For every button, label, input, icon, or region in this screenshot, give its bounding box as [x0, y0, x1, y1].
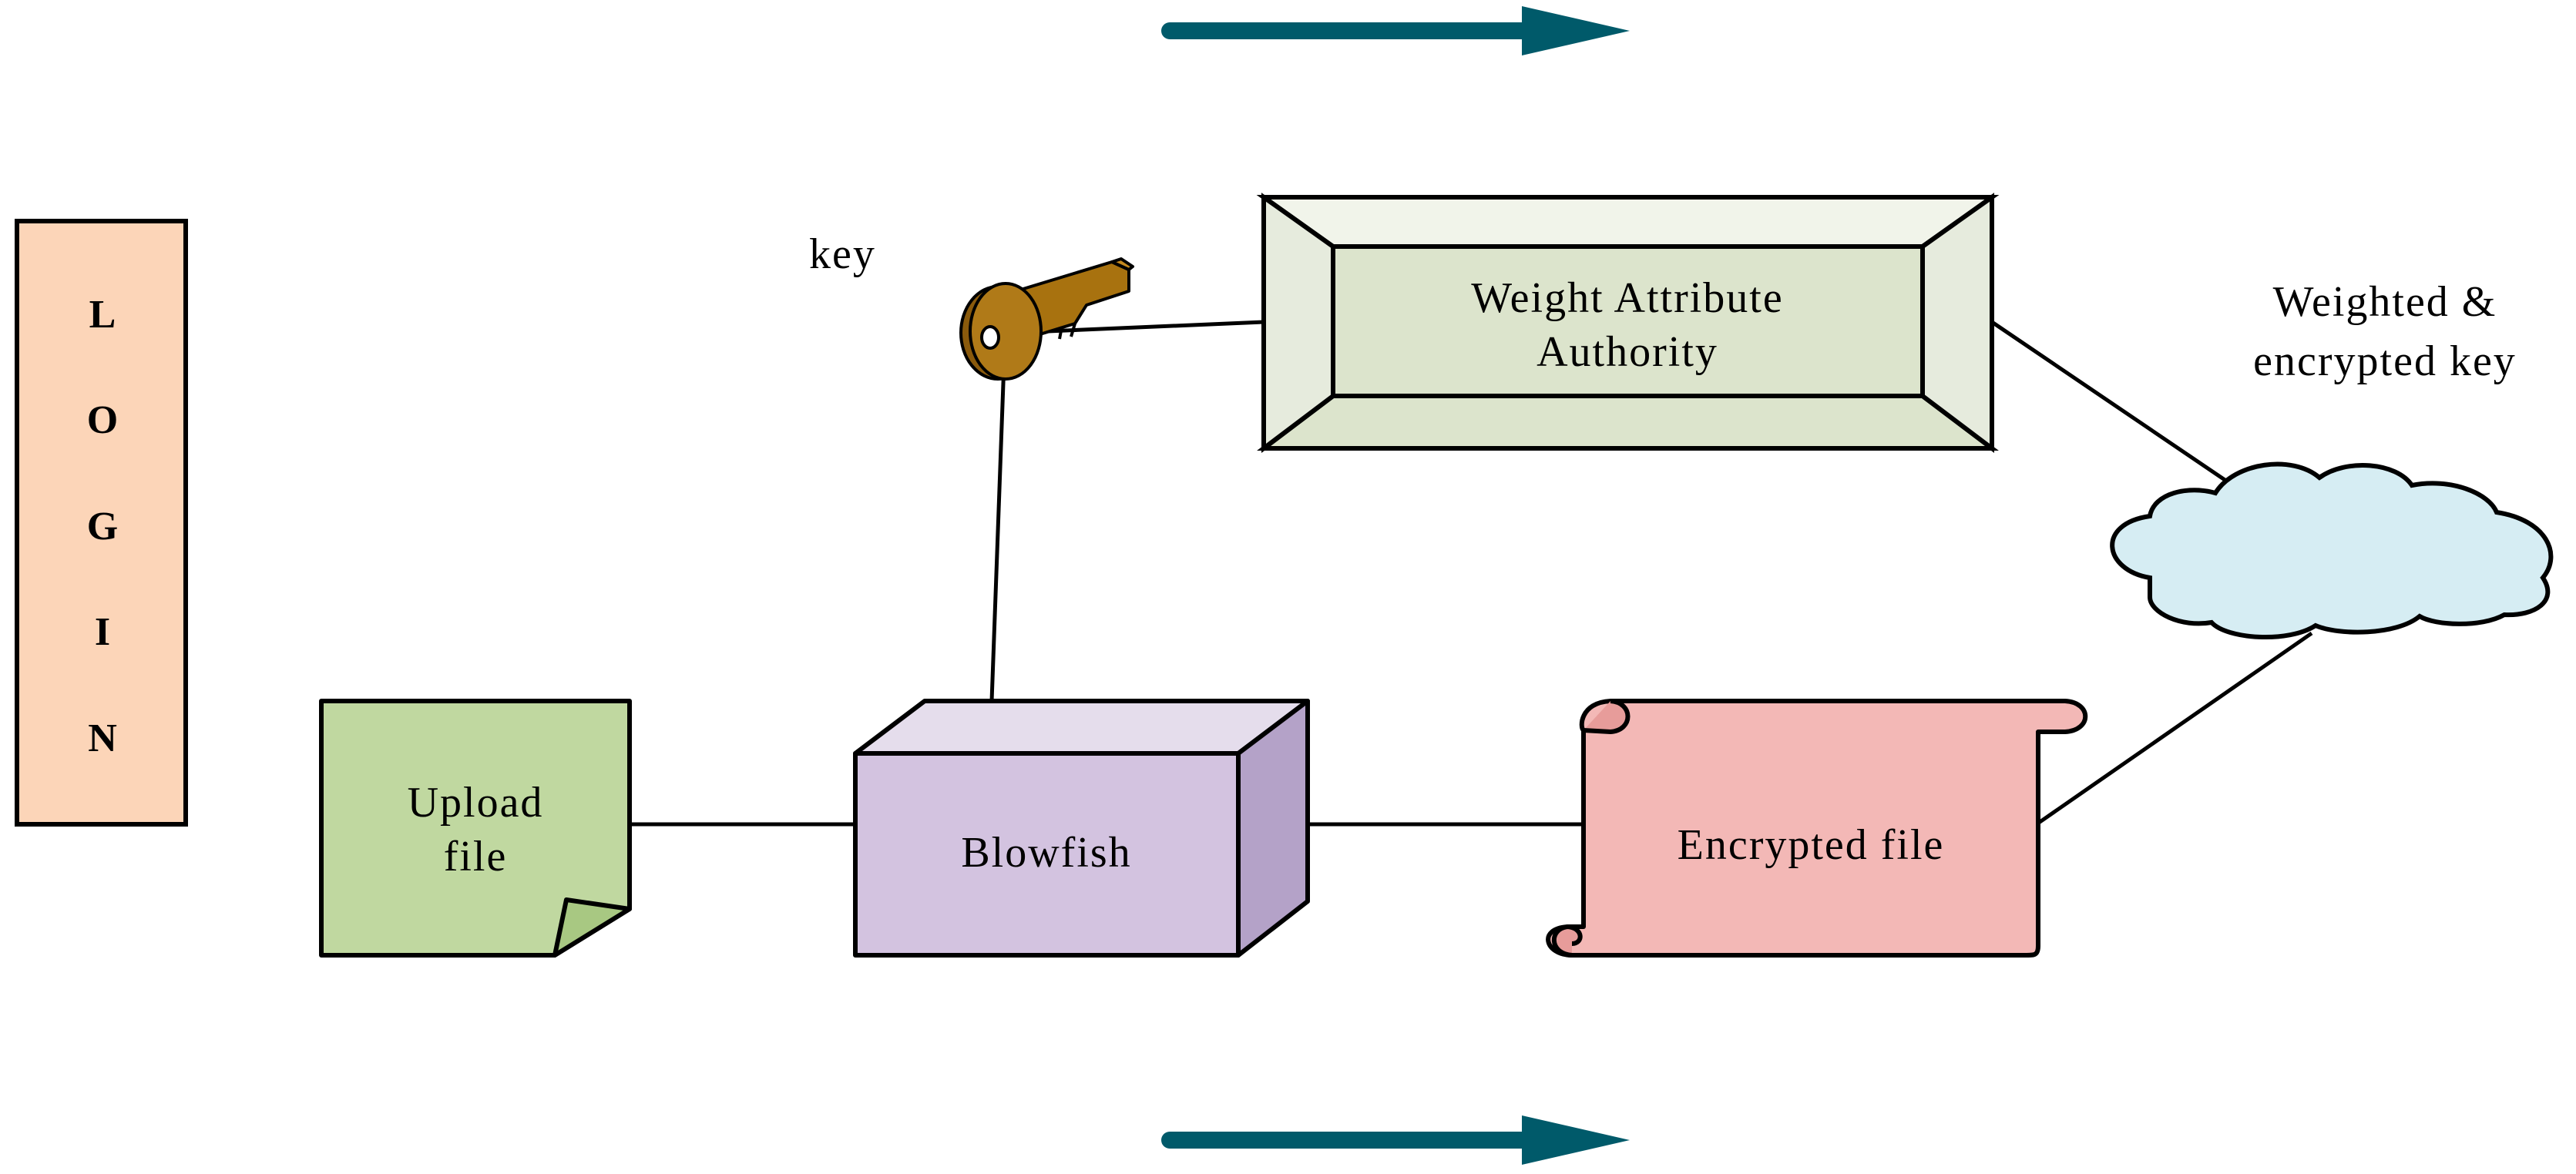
flow-arrow-bottom: [1161, 1115, 1630, 1165]
cloud-label-line1: Weighted &: [2273, 278, 2497, 326]
blowfish-box: [853, 699, 1310, 958]
login-letter-l: L: [89, 293, 116, 337]
upload-label-line2: file: [444, 833, 508, 880]
login-box: L O G I N: [15, 219, 188, 827]
encrypted-file-label: Encrypted file: [1678, 821, 1945, 869]
connector-encrypted-cloud: [2033, 631, 2313, 828]
cloud-icon: [2110, 461, 2554, 640]
authority-label-line2: Authority: [1537, 328, 1718, 376]
authority-label-line1: Weight Attribute: [1471, 274, 1783, 322]
encrypted-file-scroll: [1546, 699, 2088, 958]
connector-blowfish-key: [989, 361, 1006, 702]
connector-key-authority: [1047, 320, 1264, 334]
connector-authority-cloud: [1990, 320, 2240, 491]
connector-lines: [630, 320, 2313, 828]
login-letter-i: I: [95, 610, 110, 654]
login-letter-o: O: [87, 398, 118, 442]
key-label: key: [809, 230, 876, 278]
blowfish-label: Blowfish: [961, 829, 1131, 877]
login-letter-n: N: [88, 716, 117, 760]
upload-file-note: [319, 699, 632, 958]
flow-arrow-top: [1161, 6, 1630, 55]
weight-attribute-authority-box: [1256, 193, 2000, 454]
upload-label-line1: Upload: [408, 779, 544, 827]
cloud-label-line2: encrypted key: [2253, 337, 2517, 385]
login-letter-g: G: [87, 505, 118, 548]
key-icon: [959, 257, 1134, 381]
